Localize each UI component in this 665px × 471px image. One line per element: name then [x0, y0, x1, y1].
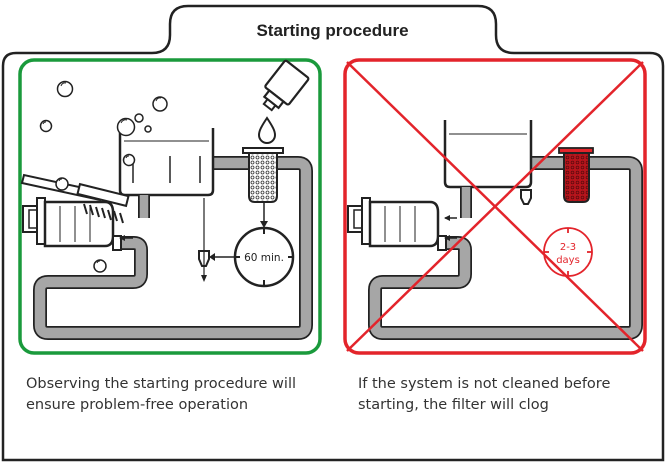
incorrect-caption: If the system is not cleaned before star…	[358, 374, 648, 416]
clogged-filter	[558, 147, 594, 203]
correct-caption: Observing the starting procedure will en…	[26, 374, 326, 416]
water-tank	[118, 128, 215, 197]
timer-label: 60 min.	[244, 252, 284, 264]
timer-line-2: days	[556, 255, 580, 266]
drain-plug-right	[520, 189, 532, 205]
water-tank-right	[443, 120, 533, 189]
correct-panel: 60 min.	[18, 58, 322, 355]
incorrect-panel: 2-3 days	[343, 58, 647, 355]
timer-2-3-days: 2-3 days	[543, 227, 593, 277]
page-title: Starting procedure	[256, 21, 409, 40]
red-cross	[346, 61, 644, 352]
timer-60-min: 60 min.	[233, 226, 295, 288]
correct-caption-line-2: ensure problem-free operation	[26, 397, 249, 413]
outer-frame	[1, 4, 665, 462]
cleaner-bottle	[257, 59, 310, 144]
incorrect-panel-frame	[343, 58, 647, 355]
timer-line-1: 2-3	[560, 242, 576, 253]
correct-caption-line-1: Observing the starting procedure will	[26, 376, 296, 392]
pump-right	[347, 197, 447, 251]
bubbles	[39, 80, 168, 273]
filter-basket	[242, 147, 284, 203]
pump	[22, 197, 122, 251]
incorrect-caption-line-2: starting, the filter will clog	[358, 397, 549, 413]
correct-panel-frame	[18, 58, 322, 355]
incorrect-caption-line-1: If the system is not cleaned before	[358, 376, 611, 392]
